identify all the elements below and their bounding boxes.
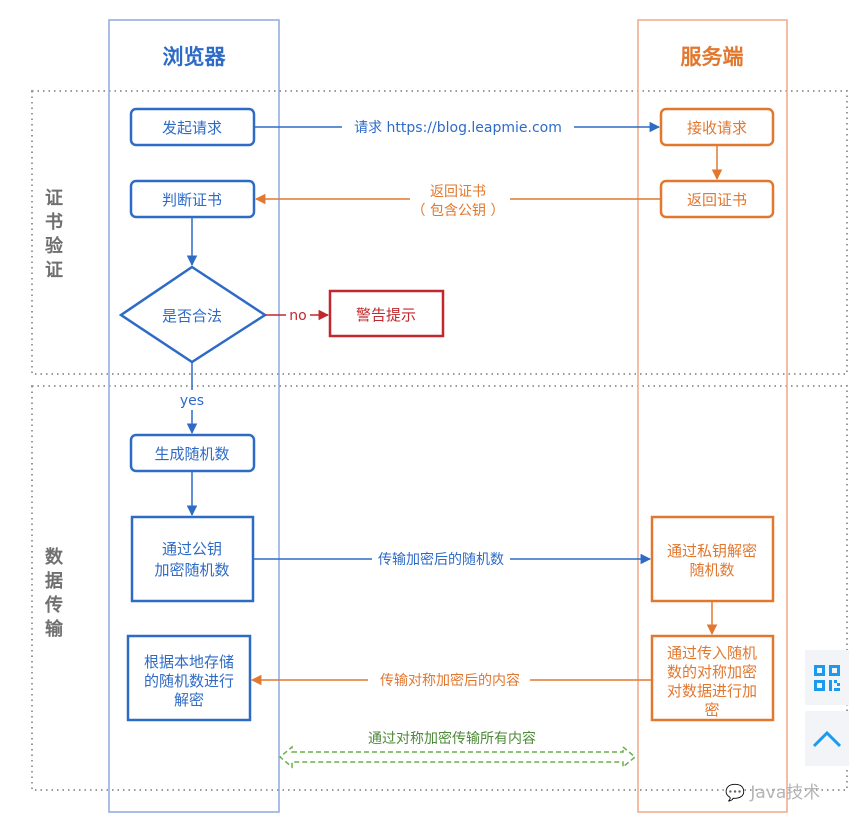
qrcode-icon [814, 664, 840, 691]
svg-text:是否合法: 是否合法 [162, 307, 222, 325]
section-label-char: 书 [45, 212, 63, 233]
section-label-data-transfer: 数 据 传 输 [44, 546, 64, 640]
svg-text:的随机数进行: 的随机数进行 [144, 672, 234, 690]
svg-text:根据本地存储: 根据本地存储 [144, 653, 234, 671]
node-encrypt-random: 通过公钥 加密随机数 [130, 515, 255, 603]
svg-text:接收请求: 接收请求 [687, 119, 747, 137]
section-label-char: 输 [45, 618, 64, 640]
section-label-char: 数 [45, 546, 64, 568]
section-label-char: 据 [45, 570, 63, 592]
lane-browser [108, 19, 280, 813]
section-label-char: 证 [45, 260, 63, 281]
svg-text:随机数: 随机数 [689, 561, 734, 579]
watermark-text: Java技术 [750, 783, 821, 803]
svg-text:加密随机数: 加密随机数 [154, 561, 229, 579]
svg-text:判断证书: 判断证书 [162, 191, 222, 209]
section-label-char: 验 [45, 235, 64, 257]
lane-title-browser: 浏览器 [163, 45, 227, 69]
section-data-transfer-box [31, 385, 848, 791]
node-receive-request: 接收请求 [659, 107, 775, 147]
section-label-char: 证 [45, 188, 63, 209]
lane-title-server: 服务端 [681, 45, 744, 69]
node-send-request: 发起请求 [129, 107, 256, 147]
qrcode-button[interactable] [805, 650, 849, 705]
node-is-valid-decision: 是否合法 [118, 265, 268, 364]
section-cert-verify-box [31, 90, 848, 375]
lane-server [637, 19, 788, 813]
svg-text:警告提示: 警告提示 [356, 306, 416, 324]
svg-text:解密: 解密 [174, 691, 204, 709]
edge-no-label: no [289, 308, 306, 324]
wechat-icon: 💬 [725, 783, 745, 802]
edge-return-cert-label-1: 返回证书 [430, 184, 486, 200]
svg-text:通过公钥: 通过公钥 [162, 540, 222, 558]
svg-text:通过私钥解密: 通过私钥解密 [667, 542, 757, 560]
edge-send-content-label: 传输对称加密后的内容 [380, 672, 520, 689]
node-warning: 警告提示 [328, 289, 445, 338]
svg-text:通过传入随机: 通过传入随机 [667, 644, 757, 662]
node-return-cert: 返回证书 [659, 179, 775, 219]
edge-symmetric-label: 通过对称加密传输所有内容 [368, 730, 536, 747]
svg-text:返回证书: 返回证书 [687, 191, 747, 209]
svg-text:发起请求: 发起请求 [162, 119, 222, 137]
back-to-top-button[interactable] [805, 711, 849, 766]
section-label-char: 传 [44, 594, 63, 616]
edge-yes-label: yes [180, 393, 204, 409]
svg-text:生成随机数: 生成随机数 [154, 445, 229, 463]
node-decrypt-content: 根据本地存储 的随机数进行 解密 [126, 634, 252, 722]
edge-request-label: 请求 https://blog.leapmie.com [354, 120, 562, 136]
chevron-up-icon [812, 730, 842, 747]
edge-send-random-label: 传输加密后的随机数 [378, 551, 504, 568]
svg-text:密: 密 [704, 701, 719, 719]
edge-symmetric-double-arrow [278, 745, 637, 769]
node-encrypt-content: 通过传入随机 数的对称加密 对数据进行加 密 [650, 634, 775, 722]
node-decrypt-random: 通过私钥解密 随机数 [650, 515, 775, 603]
edge-return-cert-label-2: （ 包含公钥 ） [412, 203, 505, 219]
svg-text:对数据进行加: 对数据进行加 [667, 682, 757, 700]
svg-text:数的对称加密: 数的对称加密 [667, 663, 757, 681]
node-check-cert: 判断证书 [129, 179, 256, 219]
section-label-cert-verify: 证 书 验 证 [45, 188, 64, 281]
watermark: 💬 Java技术 [725, 778, 820, 803]
node-gen-random: 生成随机数 [129, 433, 256, 473]
